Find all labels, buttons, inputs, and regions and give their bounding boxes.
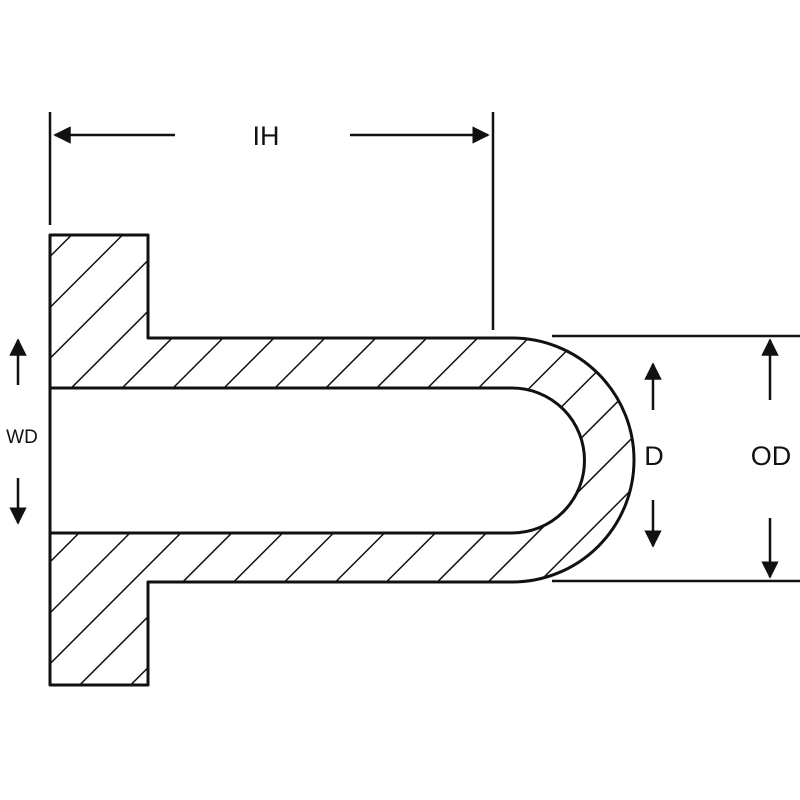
wd-label: WD bbox=[6, 427, 38, 448]
ih-label: IH bbox=[253, 121, 280, 151]
d-label: D bbox=[644, 441, 664, 471]
cap-body-section bbox=[48, 233, 636, 687]
od-label: OD bbox=[751, 441, 792, 471]
